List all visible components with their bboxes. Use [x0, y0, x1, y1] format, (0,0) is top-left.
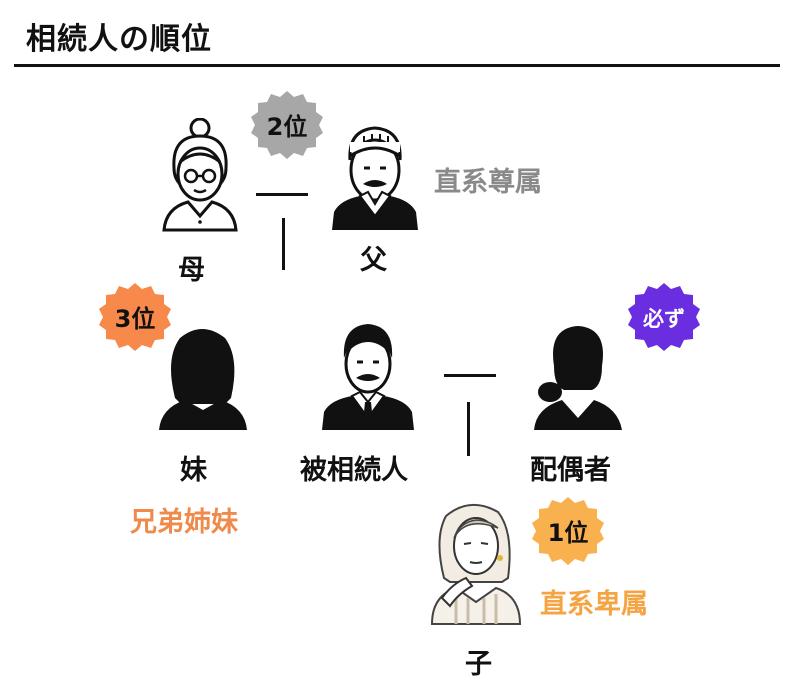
- rank-1-badge: 1位: [532, 497, 604, 565]
- rank-2-text: 2位: [267, 113, 308, 141]
- label-child: 子: [465, 649, 492, 680]
- category-ascendants: 直系尊属: [434, 167, 542, 198]
- label-mother: 母: [178, 255, 205, 286]
- father-icon: [332, 126, 418, 230]
- parents-descent-line: [282, 218, 285, 270]
- always-text: 必ず: [643, 307, 685, 331]
- label-decedent: 被相続人: [300, 455, 408, 486]
- page-title: 相続人の順位: [26, 22, 212, 57]
- rank-2-badge: 2位: [251, 91, 323, 159]
- label-father: 父: [360, 245, 387, 276]
- always-badge: 必ず: [628, 283, 700, 351]
- sister-icon: [159, 329, 247, 430]
- rank-3-text: 3位: [115, 305, 156, 333]
- spouse-icon: [534, 326, 622, 430]
- category-siblings: 兄弟姉妹: [130, 507, 238, 538]
- mother-icon: [162, 118, 238, 232]
- child-icon: [430, 504, 522, 625]
- rank-1-text: 1位: [548, 519, 589, 547]
- label-spouse: 配偶者: [530, 455, 611, 486]
- descent-line: [467, 402, 470, 456]
- decedent-icon: [322, 324, 414, 430]
- marriage-line: [444, 374, 496, 377]
- title-underline: [14, 64, 780, 67]
- rank-3-badge: 3位: [99, 283, 171, 351]
- label-sister: 妹: [180, 455, 207, 486]
- parents-marriage-line: [256, 193, 308, 196]
- category-descendants: 直系卑属: [540, 589, 648, 620]
